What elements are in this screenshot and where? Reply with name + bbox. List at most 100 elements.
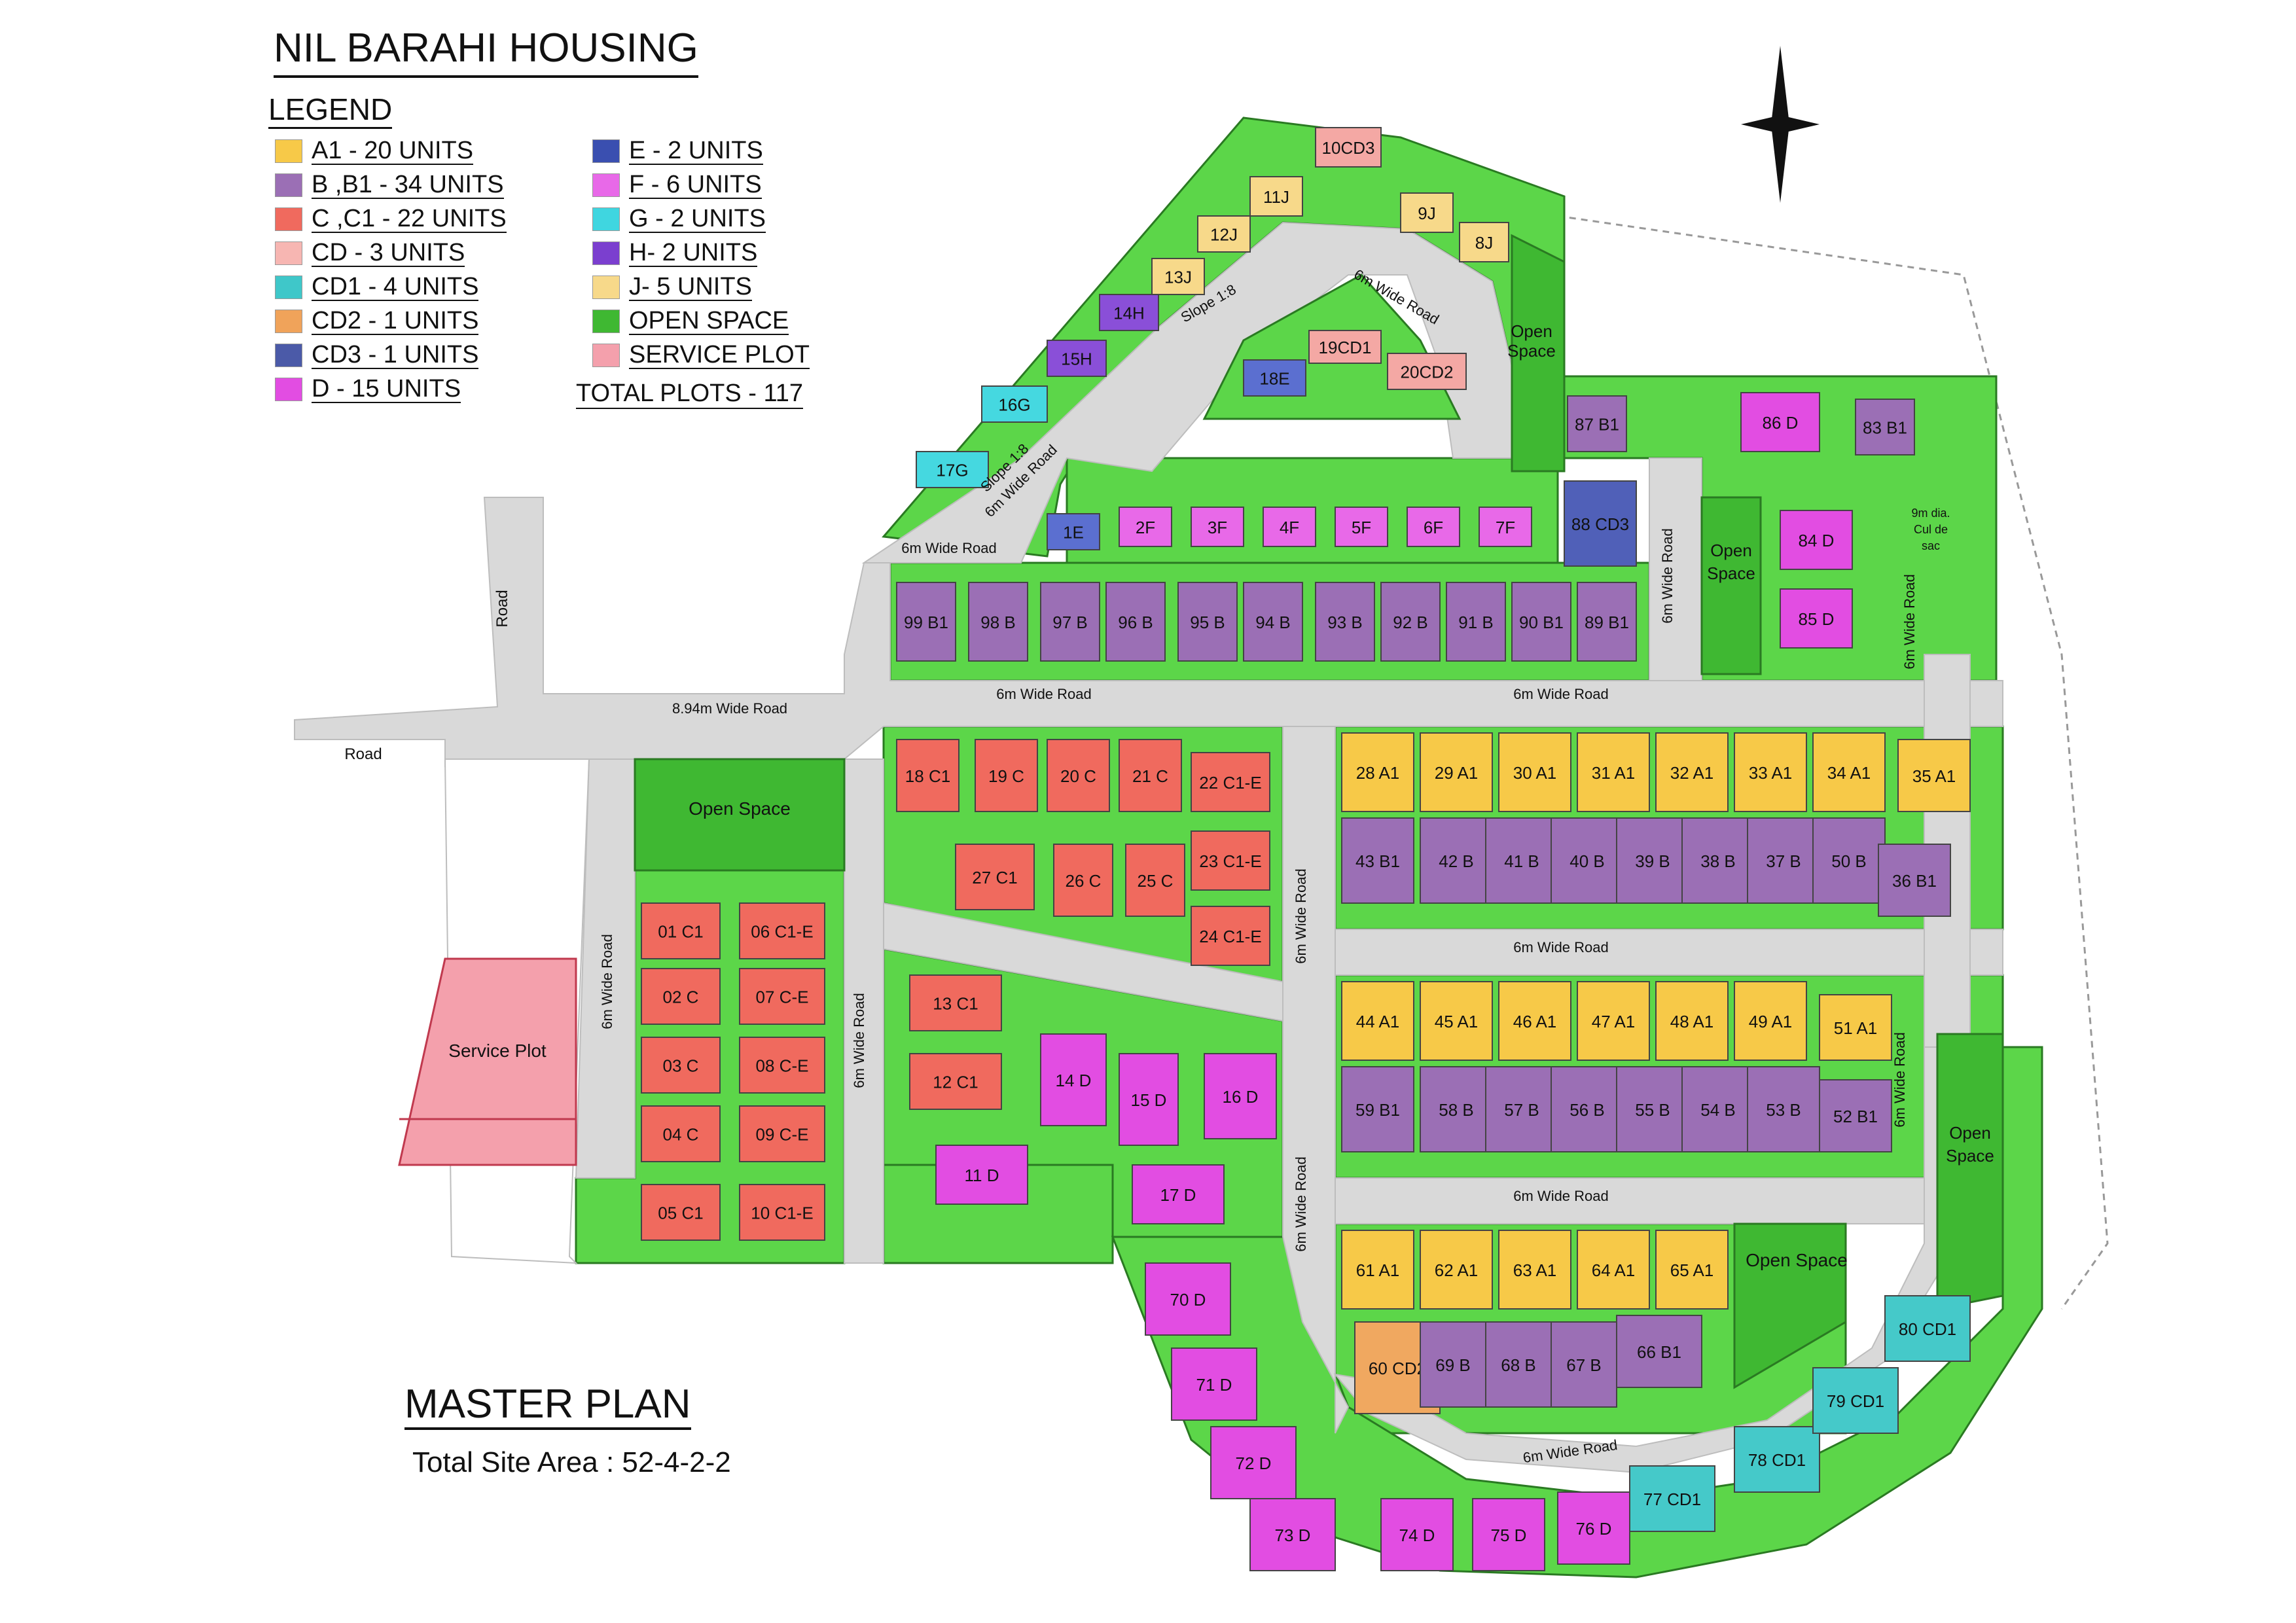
plot[interactable]: 11 D <box>935 1145 1028 1205</box>
plot[interactable]: 25 C <box>1125 844 1185 917</box>
plot[interactable]: 89 B1 <box>1577 582 1637 662</box>
plot[interactable]: 61 A1 <box>1341 1230 1414 1310</box>
plot[interactable]: 52 B1 <box>1819 1079 1892 1152</box>
plot[interactable]: 6F <box>1407 507 1460 547</box>
plot[interactable]: 68 B <box>1485 1321 1552 1408</box>
plot[interactable]: 16G <box>981 385 1048 423</box>
plot[interactable]: 03 C <box>641 1037 721 1094</box>
plot[interactable]: 18 C1 <box>896 739 960 812</box>
plot[interactable]: 06 C1-E <box>739 902 825 959</box>
plot[interactable]: 31 A1 <box>1577 732 1650 812</box>
plot[interactable]: 93 B <box>1315 582 1375 662</box>
plot[interactable]: 95 B <box>1177 582 1238 662</box>
plot[interactable]: 39 B <box>1616 817 1689 904</box>
plot[interactable]: 36 B1 <box>1878 844 1951 917</box>
plot[interactable]: 5F <box>1335 507 1388 547</box>
plot[interactable]: 57 B <box>1485 1066 1558 1152</box>
plot[interactable]: 10 C1-E <box>739 1184 825 1241</box>
plot[interactable]: 35 A1 <box>1897 739 1971 812</box>
plot[interactable]: 34 A1 <box>1812 732 1886 812</box>
plot[interactable]: 72 D <box>1210 1426 1297 1499</box>
plot[interactable]: 19 C <box>975 739 1038 812</box>
plot[interactable]: 70 D <box>1145 1262 1231 1336</box>
plot[interactable]: 2F <box>1119 507 1172 547</box>
plot[interactable]: 9J <box>1400 192 1454 233</box>
plot[interactable]: 88 CD3 <box>1564 480 1637 567</box>
plot[interactable]: 02 C <box>641 968 721 1025</box>
plot[interactable]: 29 A1 <box>1420 732 1493 812</box>
plot[interactable]: 43 B1 <box>1341 817 1414 904</box>
plot[interactable]: 23 C1-E <box>1191 830 1270 891</box>
plot[interactable]: 12J <box>1197 215 1251 253</box>
plot[interactable]: 73 D <box>1249 1498 1336 1571</box>
plot[interactable]: 63 A1 <box>1498 1230 1571 1310</box>
plot[interactable]: 45 A1 <box>1420 981 1493 1061</box>
plot[interactable]: 71 D <box>1171 1347 1257 1421</box>
plot[interactable]: 14 D <box>1040 1033 1107 1126</box>
plot[interactable]: 83 B1 <box>1855 399 1915 455</box>
service-plot[interactable] <box>398 957 577 1166</box>
plot[interactable]: 32 A1 <box>1655 732 1729 812</box>
plot[interactable]: 58 B <box>1420 1066 1493 1152</box>
plot[interactable]: 13J <box>1151 258 1205 295</box>
plot[interactable]: 87 B1 <box>1567 395 1627 452</box>
plot[interactable]: 33 A1 <box>1734 732 1807 812</box>
plot[interactable]: 27 C1 <box>955 844 1035 910</box>
plot[interactable]: 85 D <box>1780 588 1853 649</box>
plot[interactable]: 08 C-E <box>739 1037 825 1094</box>
plot[interactable]: 54 B <box>1681 1066 1755 1152</box>
plot[interactable]: 76 D <box>1557 1491 1630 1565</box>
plot[interactable]: 77 CD1 <box>1629 1465 1715 1532</box>
plot[interactable]: 26 C <box>1053 844 1113 917</box>
plot[interactable]: 41 B <box>1485 817 1558 904</box>
plot[interactable]: 22 C1-E <box>1191 752 1270 812</box>
plot[interactable]: 20CD2 <box>1387 353 1467 390</box>
plot[interactable]: 98 B <box>968 582 1028 662</box>
plot[interactable]: 46 A1 <box>1498 981 1571 1061</box>
plot[interactable]: 86 D <box>1740 392 1820 452</box>
plot[interactable]: 66 B1 <box>1616 1315 1702 1388</box>
plot[interactable]: 84 D <box>1780 510 1853 570</box>
plot[interactable]: 07 C-E <box>739 968 825 1025</box>
plot[interactable]: 55 B <box>1616 1066 1689 1152</box>
plot[interactable]: 79 CD1 <box>1812 1367 1899 1434</box>
plot[interactable]: 99 B1 <box>896 582 956 662</box>
plot[interactable]: 14H <box>1099 294 1159 331</box>
plot[interactable]: 90 B1 <box>1511 582 1571 662</box>
plot[interactable]: 16 D <box>1204 1053 1277 1139</box>
plot[interactable]: 40 B <box>1551 817 1624 904</box>
plot[interactable]: 7F <box>1479 507 1532 547</box>
plot[interactable]: 49 A1 <box>1734 981 1807 1061</box>
plot[interactable]: 17 D <box>1132 1164 1225 1224</box>
plot[interactable]: 94 B <box>1243 582 1303 662</box>
plot[interactable]: 51 A1 <box>1819 994 1892 1061</box>
plot[interactable]: 62 A1 <box>1420 1230 1493 1310</box>
plot[interactable]: 21 C <box>1119 739 1182 812</box>
plot[interactable]: 74 D <box>1380 1498 1454 1571</box>
plot[interactable]: 10CD3 <box>1315 127 1382 168</box>
plot[interactable]: 53 B <box>1747 1066 1820 1152</box>
plot[interactable]: 37 B <box>1747 817 1820 904</box>
plot[interactable]: 78 CD1 <box>1734 1426 1820 1493</box>
plot[interactable]: 13 C1 <box>909 974 1002 1031</box>
plot[interactable]: 67 B <box>1551 1321 1617 1408</box>
plot[interactable]: 18E <box>1243 359 1306 397</box>
plot[interactable]: 92 B <box>1380 582 1441 662</box>
plot[interactable]: 1E <box>1047 513 1100 550</box>
plot[interactable]: 96 B <box>1105 582 1166 662</box>
plot[interactable]: 30 A1 <box>1498 732 1571 812</box>
plot[interactable]: 59 B1 <box>1341 1066 1414 1152</box>
plot[interactable]: 75 D <box>1472 1498 1545 1571</box>
plot[interactable]: 8J <box>1459 222 1509 262</box>
plot[interactable]: 48 A1 <box>1655 981 1729 1061</box>
plot[interactable]: 47 A1 <box>1577 981 1650 1061</box>
plot[interactable]: 65 A1 <box>1655 1230 1729 1310</box>
plot[interactable]: 20 C <box>1047 739 1110 812</box>
plot[interactable]: 28 A1 <box>1341 732 1414 812</box>
plot[interactable]: 44 A1 <box>1341 981 1414 1061</box>
plot[interactable]: 42 B <box>1420 817 1493 904</box>
plot[interactable]: 38 B <box>1681 817 1755 904</box>
plot[interactable]: 80 CD1 <box>1884 1295 1971 1362</box>
plot[interactable]: 91 B <box>1446 582 1506 662</box>
plot[interactable]: 19CD1 <box>1308 330 1382 364</box>
